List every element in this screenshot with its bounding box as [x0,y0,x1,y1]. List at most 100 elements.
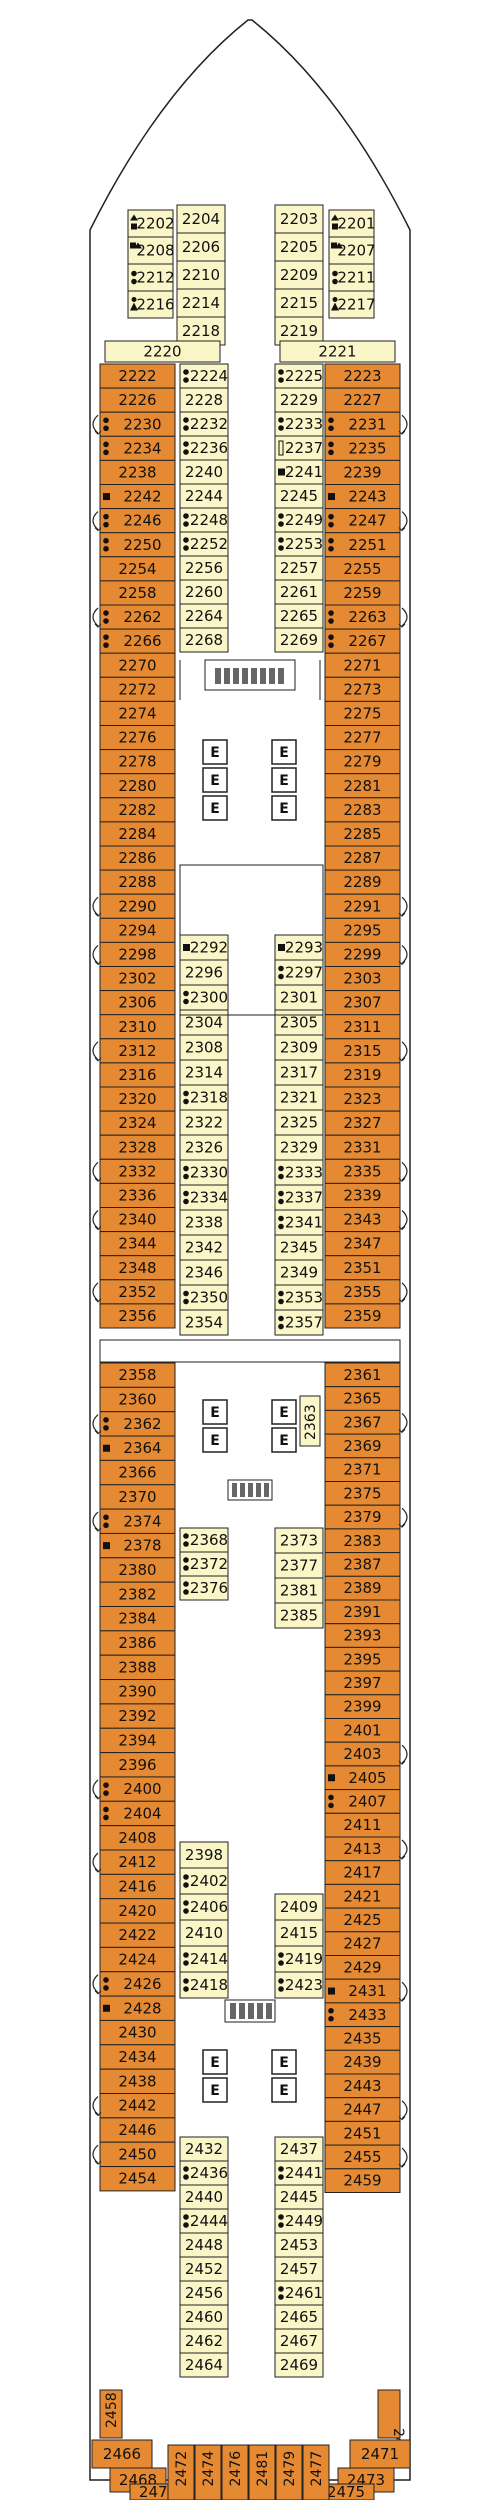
cabin-2330[interactable]: 2330 [179,1159,229,1186]
cabin-2227[interactable]: 2227 [324,387,401,413]
cabin-2407[interactable]: 2407 [324,1789,401,1814]
cabin-2271[interactable]: 2271 [324,652,401,678]
cabin-2293[interactable]: 2293 [274,934,324,961]
cabin-2267[interactable]: 2267 [324,628,401,654]
cabin-2437[interactable]: 2437 [274,2136,324,2162]
cabin-2315[interactable]: 2315 [324,1038,401,1064]
cabin-2340[interactable]: 2340 [99,1207,176,1233]
cabin-2369[interactable]: 2369 [324,1433,401,1459]
cabin-2238[interactable]: 2238 [99,459,176,485]
cabin-2394[interactable]: 2394 [99,1727,176,1754]
cabin-2455[interactable]: 2455 [324,2144,401,2170]
cabin-2231[interactable]: 2231 [324,411,401,437]
cabin-2354[interactable]: 2354 [179,1309,229,1336]
cabin-2382[interactable]: 2382 [99,1581,176,1608]
cabin-2217[interactable]: 2217 [328,290,376,319]
cabin-2252[interactable]: 2252 [179,531,229,557]
cabin-2371[interactable]: 2371 [324,1457,401,1483]
cabin-2434[interactable]: 2434 [99,2044,176,2070]
cabin-2219[interactable]: 2219 [274,316,324,346]
cabin-2281[interactable]: 2281 [324,773,401,799]
cabin-2341[interactable]: 2341 [274,1209,324,1236]
cabin-2453[interactable]: 2453 [274,2232,324,2258]
cabin-2225[interactable]: 2225 [274,363,324,389]
cabin-2475[interactable]: 2475 [317,2483,375,2500]
cabin-2476[interactable]: 2476 [221,2444,249,2500]
cabin-2481[interactable]: 2481 [248,2444,276,2500]
cabin-2399[interactable]: 2399 [324,1694,401,1720]
cabin-2255[interactable]: 2255 [324,556,401,582]
cabin-2461[interactable]: 2461 [274,2280,324,2306]
cabin-2323[interactable]: 2323 [324,1086,401,1112]
cabin-2428[interactable]: 2428 [99,1995,176,2021]
cabin-2276[interactable]: 2276 [99,725,176,751]
cabin-2423[interactable]: 2423 [274,1971,324,1999]
cabin-2211[interactable]: 2211 [328,263,376,292]
cabin-2262[interactable]: 2262 [99,604,176,630]
cabin-2416[interactable]: 2416 [99,1873,176,1900]
cabin-2338[interactable]: 2338 [179,1209,229,1236]
cabin-2321[interactable]: 2321 [274,1084,324,1111]
cabin-2248[interactable]: 2248 [179,507,229,533]
cabin-2250[interactable]: 2250 [99,532,176,558]
cabin-2433[interactable]: 2433 [324,2002,401,2028]
cabin-2224[interactable]: 2224 [179,363,229,389]
cabin-2389[interactable]: 2389 [324,1575,401,1601]
cabin-2464[interactable]: 2464 [179,2352,229,2378]
cabin-2310[interactable]: 2310 [99,1014,176,1040]
cabin-2237[interactable]: 2237 [274,435,324,461]
cabin-2408[interactable]: 2408 [99,1825,176,1851]
cabin-2460[interactable]: 2460 [179,2304,229,2330]
cabin-2258[interactable]: 2258 [99,580,176,606]
cabin-2243[interactable]: 2243 [324,484,401,510]
cabin-2415[interactable]: 2415 [274,1919,324,1947]
cabin-2304[interactable]: 2304 [179,1009,229,1036]
cabin-2320[interactable]: 2320 [99,1086,176,1112]
cabin-2339[interactable]: 2339 [324,1182,401,1209]
cabin-2348[interactable]: 2348 [99,1255,176,1281]
cabin-2419[interactable]: 2419 [274,1945,324,1973]
cabin-2449[interactable]: 2449 [274,2208,324,2234]
cabin-2223[interactable]: 2223 [324,363,401,389]
cabin-2440[interactable]: 2440 [179,2184,229,2210]
cabin-2446[interactable]: 2446 [99,2117,176,2143]
cabin-2395[interactable]: 2395 [324,1646,401,1672]
cabin-2302[interactable]: 2302 [99,966,176,992]
cabin-2462[interactable]: 2462 [179,2328,229,2354]
cabin-2452[interactable]: 2452 [179,2256,229,2282]
cabin-2421[interactable]: 2421 [324,1883,401,1909]
cabin-2372[interactable]: 2372 [179,1551,229,1577]
cabin-2385[interactable]: 2385 [274,1602,324,1629]
cabin-2388[interactable]: 2388 [99,1654,176,1681]
cabin-2364[interactable]: 2364 [99,1435,176,1461]
cabin-2235[interactable]: 2235 [324,435,401,461]
cabin-2228[interactable]: 2228 [179,387,229,413]
cabin-2430[interactable]: 2430 [99,2019,176,2046]
cabin-2373[interactable]: 2373 [274,1527,324,1554]
cabin-2245[interactable]: 2245 [274,483,324,509]
cabin-2387[interactable]: 2387 [324,1552,401,1577]
cabin-2317[interactable]: 2317 [274,1059,324,1086]
cabin-2201[interactable]: 2201 [328,209,376,238]
cabin-2411[interactable]: 2411 [324,1812,401,1838]
cabin-2287[interactable]: 2287 [324,845,401,871]
cabin-2322[interactable]: 2322 [179,1109,229,1136]
cabin-2249[interactable]: 2249 [274,507,324,533]
cabin-2312[interactable]: 2312 [99,1038,176,1064]
cabin-2214[interactable]: 2214 [176,288,226,318]
cabin-2253[interactable]: 2253 [274,531,324,557]
cabin-2450[interactable]: 2450 [99,2141,176,2168]
cabin-2203[interactable]: 2203 [274,204,324,234]
cabin-2345[interactable]: 2345 [274,1234,324,1261]
cabin-2208[interactable]: 2208 [127,236,175,265]
cabin-2448[interactable]: 2448 [179,2232,229,2258]
cabin-2282[interactable]: 2282 [99,797,176,823]
cabin-2356[interactable]: 2356 [99,1303,176,1329]
cabin-2283[interactable]: 2283 [324,797,401,823]
cabin-2216[interactable]: 2216 [127,290,175,319]
cabin-2229[interactable]: 2229 [274,387,324,413]
cabin-2272[interactable]: 2272 [99,676,176,702]
cabin-2209[interactable]: 2209 [274,260,324,290]
cabin-2347[interactable]: 2347 [324,1231,401,1257]
cabin-2444[interactable]: 2444 [179,2208,229,2234]
